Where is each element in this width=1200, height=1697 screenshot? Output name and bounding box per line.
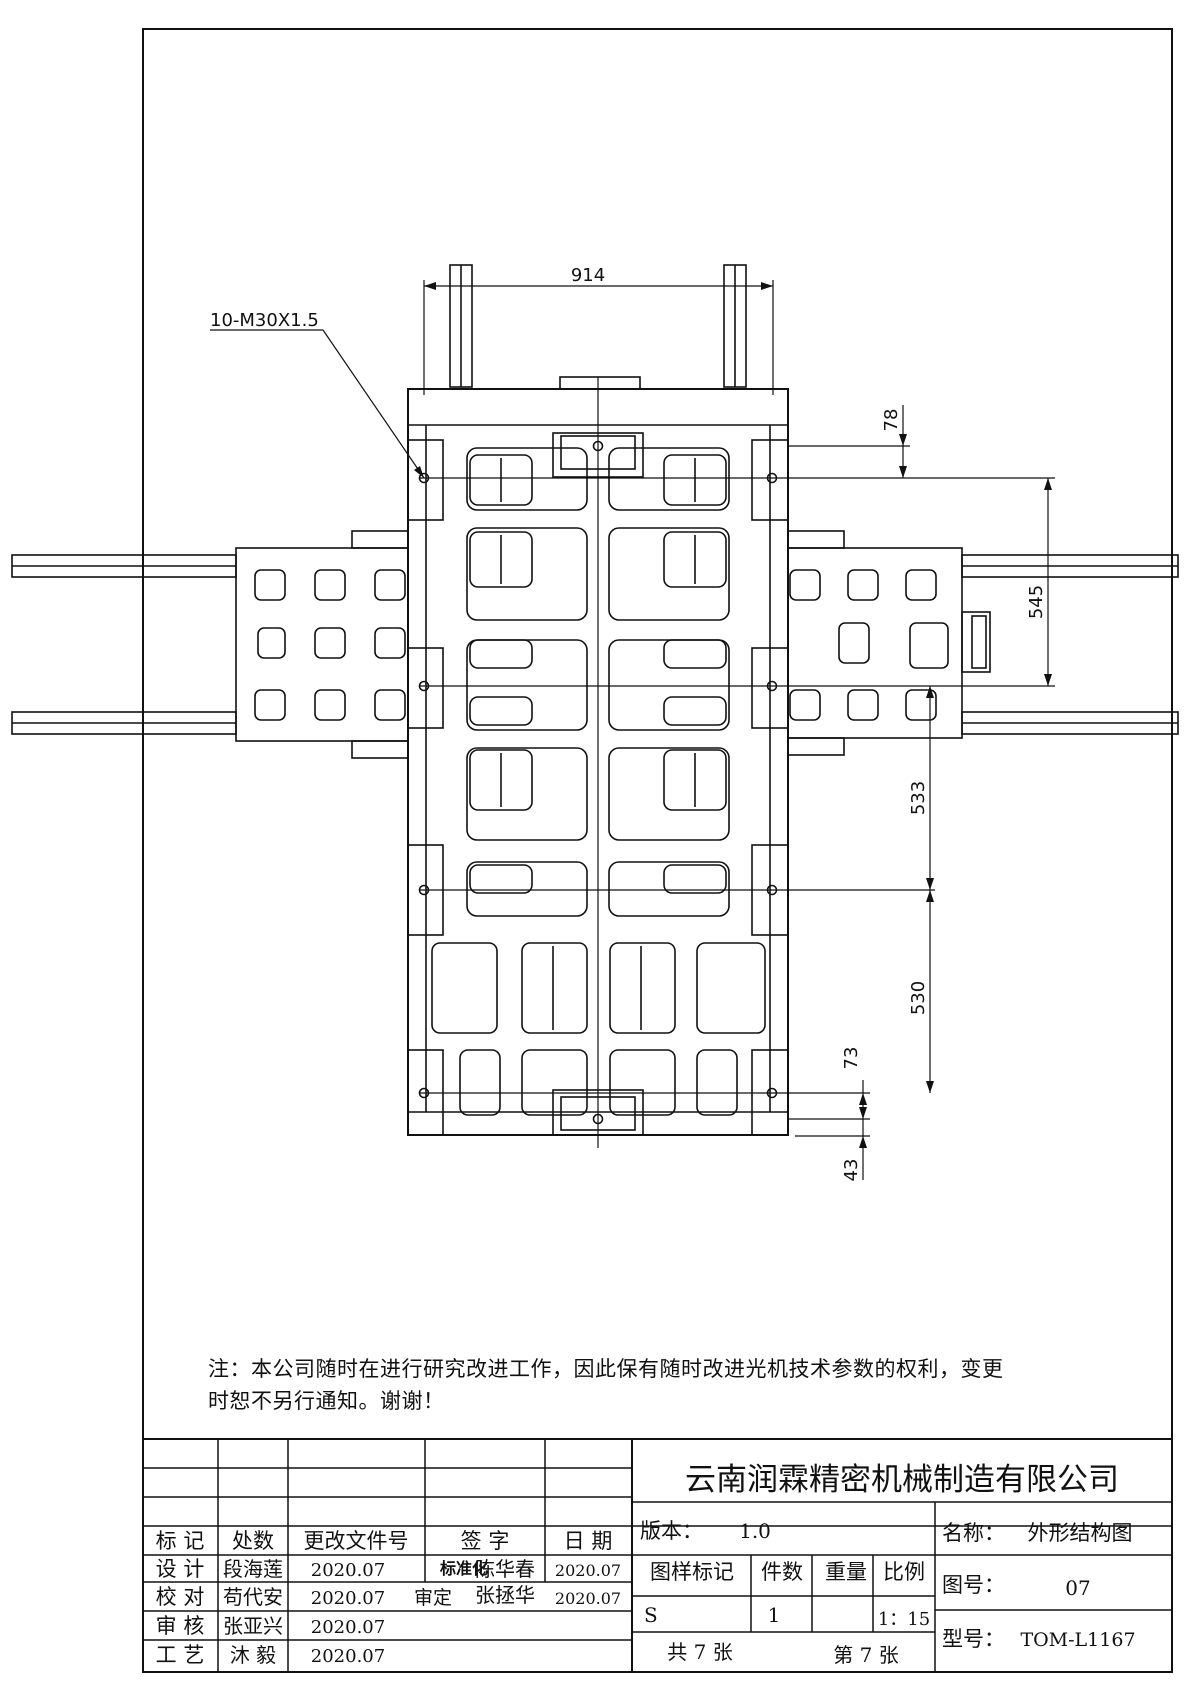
name-process: 沐 毅 <box>230 1643 276 1667</box>
model-label: 型号： <box>942 1627 1005 1651</box>
name-label: 名称： <box>942 1521 1005 1545</box>
header-sign: 签 字 <box>461 1529 510 1553</box>
dim-73: 73 <box>841 1047 862 1070</box>
version-value: 1.0 <box>739 1519 771 1543</box>
scale-label: 比例 <box>883 1560 925 1584</box>
pocket-frames <box>466 447 730 917</box>
dim-533: 533 <box>908 781 929 815</box>
mounting-holes <box>418 440 1055 1125</box>
dim-914: 914 <box>571 265 605 286</box>
quantity-value: 1 <box>768 1603 781 1627</box>
drawing-no-value: 07 <box>1065 1576 1090 1600</box>
dim-545: 545 <box>1026 585 1047 619</box>
role-review: 审 核 <box>156 1614 205 1638</box>
quantity-label: 件数 <box>761 1560 803 1584</box>
role-check: 校 对 <box>156 1585 205 1609</box>
note-line-1: 注：本公司随时在进行研究改进工作，因此保有随时改进光机技术参数的权利，变更 <box>208 1357 1004 1381</box>
role-design: 设 计 <box>156 1557 205 1581</box>
name-check: 苟代安 <box>223 1585 283 1609</box>
date-check: 2020.07 <box>311 1588 385 1609</box>
company-name: 云南润霖精密机械制造有限公司 <box>685 1462 1119 1498</box>
role-process: 工 艺 <box>156 1643 205 1667</box>
mount-pads <box>407 439 789 1136</box>
name-design: 段海莲 <box>223 1557 283 1581</box>
dim-530: 530 <box>908 981 929 1015</box>
left-wing <box>235 530 409 759</box>
approval-date: 2020.07 <box>555 1589 621 1608</box>
name-value: 外形结构图 <box>1028 1521 1133 1545</box>
thread-callout: 10-M30X1.5 <box>210 310 319 331</box>
pockets-left <box>431 454 588 1116</box>
top-rail-left <box>449 264 473 388</box>
header-count: 处数 <box>232 1529 274 1553</box>
drawing-mark-value: S <box>644 1603 658 1627</box>
right-wing <box>787 530 991 756</box>
date-process: 2020.07 <box>311 1646 385 1667</box>
date-review: 2020.07 <box>311 1617 385 1638</box>
disclaimer-note: 注：本公司随时在进行研究改进工作，因此保有随时改进光机技术参数的权利，变更 时恕… <box>208 1353 1108 1417</box>
drawing-frame <box>142 28 1173 1673</box>
sheet-number: 第 7 张 <box>833 1643 898 1667</box>
top-boss <box>559 376 641 390</box>
weight-label: 重量 <box>825 1560 867 1584</box>
mechanical-drawing <box>11 264 1179 1180</box>
dimension-arrows <box>414 282 1052 1148</box>
note-line-2: 时恕不另行通知。谢谢！ <box>208 1389 445 1413</box>
standardization-label: 标准化 <box>439 1559 488 1578</box>
top-rail-right <box>723 264 747 388</box>
total-sheets: 共 7 张 <box>667 1640 732 1664</box>
title-block <box>143 1438 1172 1672</box>
model-value: TOM-L1167 <box>1020 1629 1135 1651</box>
header-change-doc: 更改文件号 <box>304 1529 409 1553</box>
approval-label: 审定 <box>414 1587 452 1609</box>
dimension-lines <box>210 280 1049 1180</box>
header-mark: 标 记 <box>156 1529 205 1553</box>
name-review: 张亚兴 <box>223 1614 283 1638</box>
standardization-name: 陈华春 <box>475 1557 535 1581</box>
drawing-mark-label: 图样标记 <box>650 1560 734 1584</box>
standardization-date: 2020.07 <box>555 1561 621 1580</box>
approval-name: 张拯华 <box>475 1583 535 1607</box>
dim-43: 43 <box>841 1159 862 1182</box>
dim-78: 78 <box>881 409 902 432</box>
header-date: 日 期 <box>564 1529 613 1553</box>
drawing-no-label: 图号： <box>942 1573 1005 1597</box>
version-label: 版本： <box>640 1519 703 1543</box>
pockets-right <box>609 454 766 1116</box>
scale-value: 1：15 <box>878 1609 930 1630</box>
date-design: 2020.07 <box>311 1560 385 1581</box>
